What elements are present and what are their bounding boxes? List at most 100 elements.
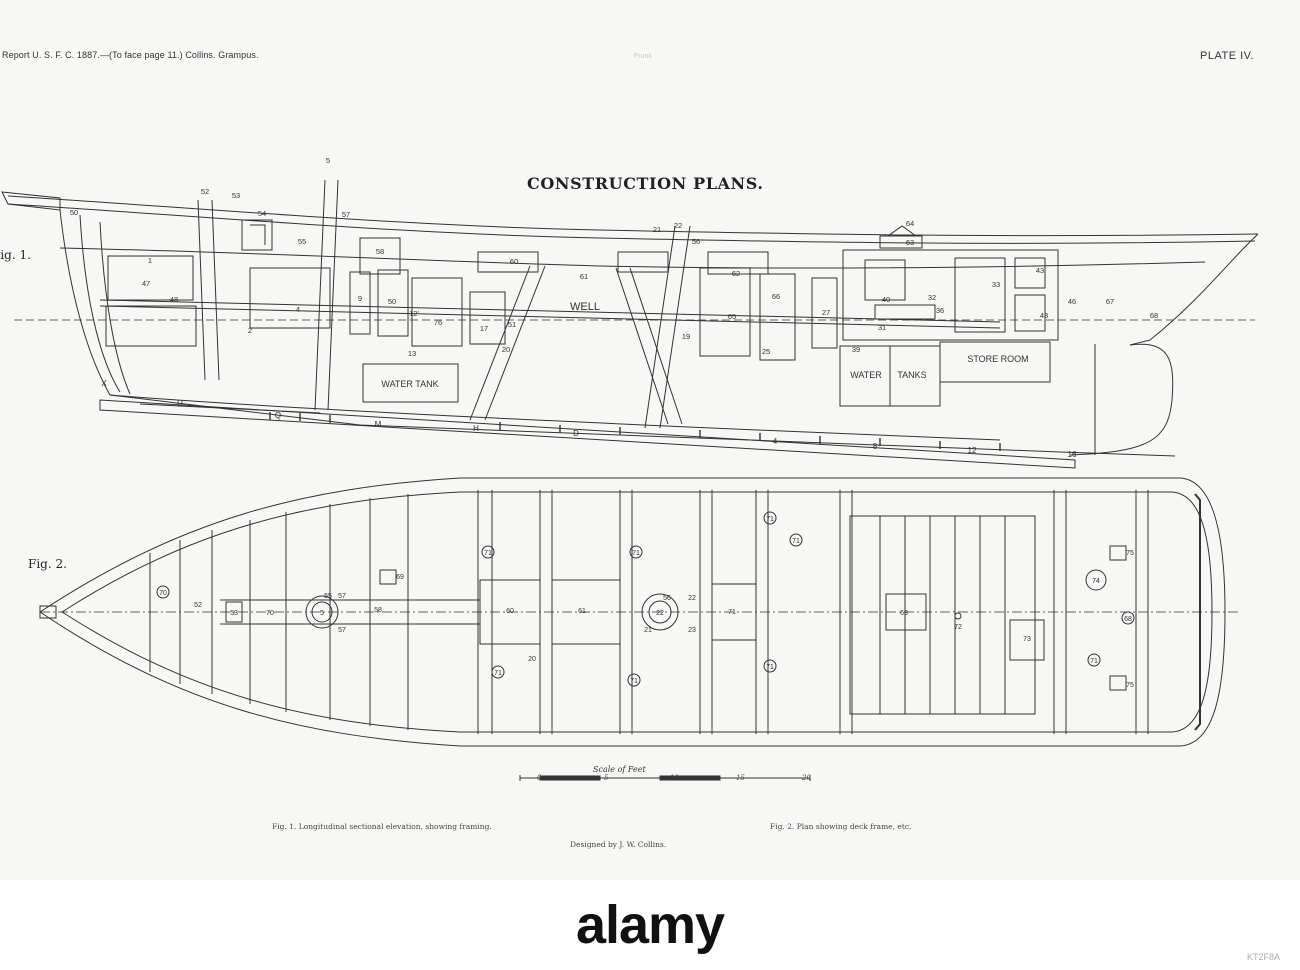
part-number: 17 xyxy=(480,324,488,333)
part-number: 54 xyxy=(258,209,266,218)
part-number: 51 xyxy=(508,320,516,329)
main-mast xyxy=(197,199,206,381)
part-number: 27 xyxy=(822,308,830,317)
label-tanks: TANKS xyxy=(897,370,926,380)
part-number: 13 xyxy=(408,349,416,358)
part-number: 69 xyxy=(396,574,404,581)
keel-mark: 8 xyxy=(873,442,878,451)
scale-tick: 20 xyxy=(802,774,811,782)
part-number: 53 xyxy=(232,191,240,200)
keel-mark: M xyxy=(375,420,382,429)
fig1-caption: Fig. 1. Longitudinal sectional elevation… xyxy=(272,822,492,831)
part-number: 36 xyxy=(936,306,944,315)
part-number: 56 xyxy=(692,237,700,246)
part-number: 71 xyxy=(792,538,800,545)
keel-mark: Q xyxy=(275,411,281,420)
part-number: 5 xyxy=(326,156,330,165)
scale-tick: 5 xyxy=(604,774,609,782)
part-number: 53 xyxy=(230,610,238,617)
mast-partner-fore xyxy=(641,593,679,631)
fore-mast xyxy=(314,179,326,411)
faint-stamp: Frunk xyxy=(634,53,652,60)
scale-tick: 15 xyxy=(736,774,745,782)
part-number: 2 xyxy=(248,326,252,335)
part-number: 76 xyxy=(434,318,442,327)
fig2-deck-plan xyxy=(39,477,1240,747)
part-number: 72 xyxy=(954,624,962,631)
label-water-tank: WATER TANK xyxy=(381,379,438,389)
part-number: 71 xyxy=(1090,658,1098,665)
part-number: 70 xyxy=(159,590,167,597)
part-number: 1 xyxy=(148,256,152,265)
garboard xyxy=(109,394,1001,441)
part-number: 12' xyxy=(409,309,419,318)
water-tank-aft xyxy=(362,363,459,403)
part-number: 21 xyxy=(653,225,661,234)
part-number: 19 xyxy=(682,332,690,341)
part-number: 47 xyxy=(142,279,150,288)
rail-line xyxy=(7,203,1256,244)
part-number: 56 xyxy=(663,595,671,602)
main-hatch xyxy=(849,515,1036,715)
part-number: 46 xyxy=(1068,297,1076,306)
part-number: 71 xyxy=(632,550,640,557)
part-number: 32 xyxy=(928,293,936,302)
mast-partner-main xyxy=(305,595,339,629)
part-number: 31 xyxy=(878,323,886,332)
keel-mark: X xyxy=(101,379,107,388)
well-aft-bulkhead xyxy=(469,265,531,421)
cabin-locker-1 xyxy=(107,255,194,301)
diagram-title: CONSTRUCTION PLANS. xyxy=(527,174,764,193)
part-number: 57 xyxy=(338,593,346,600)
part-number: 61 xyxy=(578,608,586,615)
part-number: 61 xyxy=(580,272,588,281)
fig2-label: Fig. 2. xyxy=(28,557,67,571)
designer-credit: Designed by J. W. Collins. xyxy=(570,840,667,849)
part-number: 50 xyxy=(388,297,396,306)
watermark-band: alamy KT2F8A xyxy=(0,880,1300,970)
keel-strip xyxy=(99,399,1076,469)
part-number: 20 xyxy=(502,345,510,354)
part-number: 58 xyxy=(376,247,384,256)
plate-number: PLATE IV. xyxy=(1200,50,1255,62)
part-number: 22 xyxy=(674,221,682,230)
part-number: 75 xyxy=(1126,682,1134,689)
part-number: 65 xyxy=(728,312,736,321)
part-number: 71 xyxy=(766,664,774,671)
part-number: 55 xyxy=(298,237,306,246)
part-number: 62 xyxy=(732,269,740,278)
part-number: 40 xyxy=(882,295,890,304)
part-number: 20 xyxy=(528,656,536,663)
part-number: 60 xyxy=(506,608,514,615)
part-number: 58 xyxy=(374,607,382,614)
watermark-logo: alamy xyxy=(0,880,1300,970)
stem-line xyxy=(1129,233,1259,346)
part-number: 50 xyxy=(70,208,78,217)
label-store-room: STORE ROOM xyxy=(967,354,1028,364)
deck-beams xyxy=(149,490,1149,734)
store-room xyxy=(939,341,1051,383)
part-number: 71 xyxy=(484,550,492,557)
part-number: 52 xyxy=(201,187,209,196)
fig2-caption: Fig. 2. Plan showing deck frame, etc. xyxy=(770,822,912,831)
part-number: 66 xyxy=(772,292,780,301)
part-number: 22 xyxy=(656,610,664,617)
part-number: 63 xyxy=(900,610,908,617)
report-reference: Report U. S. F. C. 1887.—(To face page 1… xyxy=(2,50,259,60)
plate-sheet: Report U. S. F. C. 1887.—(To face page 1… xyxy=(0,50,1259,849)
keel-mark: H xyxy=(473,424,479,433)
part-number: 73 xyxy=(1023,636,1031,643)
forefoot xyxy=(1069,343,1174,456)
fig1-elevation: WELL WATER TANK WATER TANKS STORE ROOM X… xyxy=(1,156,1259,781)
sheer-line xyxy=(7,195,1259,237)
part-number: 71 xyxy=(494,670,502,677)
part-number: 4 xyxy=(296,305,300,314)
part-number: 71 xyxy=(728,609,736,616)
scale-tick: 10 xyxy=(670,774,679,782)
part-number: 63 xyxy=(906,238,914,247)
keel-mark: 4 xyxy=(773,437,778,446)
well-fwd-bulkhead xyxy=(615,267,669,425)
part-number: 43 xyxy=(1040,311,1048,320)
scale-bar xyxy=(519,775,811,781)
part-number: 57 xyxy=(338,627,346,634)
